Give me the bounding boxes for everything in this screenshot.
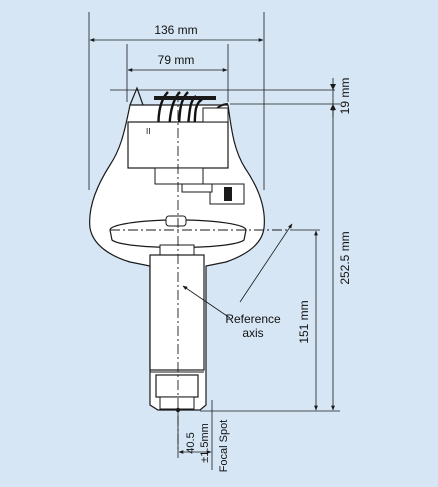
top-plate: [154, 96, 216, 100]
dim-151-label: 151 mm: [297, 300, 311, 343]
reference-axis-leader: [182, 285, 231, 319]
left-terminal: [129, 86, 144, 106]
roman-mark: II: [146, 127, 150, 136]
rotor-neck: [159, 244, 195, 256]
anode-bridge: [181, 183, 213, 193]
disc-hub: [165, 215, 187, 227]
anode-stem: [154, 167, 204, 185]
cathode-cap: [202, 107, 229, 123]
focal-distance-tolerance: ±1.5mm: [199, 423, 211, 463]
dim-19-label: 19 mm: [338, 78, 352, 115]
dim-252-label: 252.5 mm: [338, 231, 352, 284]
dim-136-label: 136 mm: [154, 23, 197, 37]
rotor: [149, 254, 205, 371]
dim-79-label: 79 mm: [158, 53, 195, 67]
reference-axis-label-2: axis: [242, 326, 263, 340]
focal-spot-dot: [175, 407, 181, 413]
focal-spot-label: Focal Spot: [218, 420, 230, 473]
anode-block-dark: [224, 187, 232, 201]
base-ring-low: [159, 396, 195, 410]
ref-leader: [239, 223, 293, 303]
reference-axis-label-1: Reference: [225, 312, 281, 326]
base-ring: [155, 374, 199, 398]
focal-distance-value: 40.5: [185, 432, 197, 453]
